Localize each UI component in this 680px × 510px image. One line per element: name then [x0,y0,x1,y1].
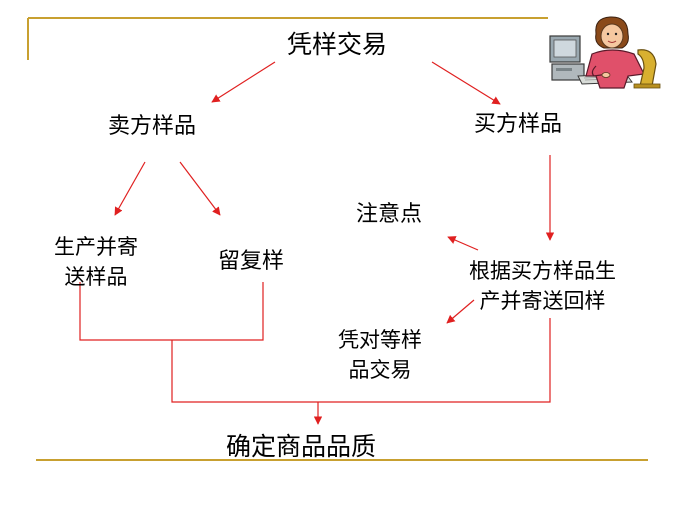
trade-by-counter-line-2: 品交易 [348,358,412,382]
arrow-counter-to-trade [446,299,475,324]
seller-sample-node: 卖方样品 [108,114,197,139]
person-at-computer-icon [549,16,661,89]
diagram-title: 凭样交易 [287,30,388,59]
result-node: 确定商品品质 [226,432,377,461]
arrow-title-to-seller [211,61,276,103]
buyer-sample-node: 买方样品 [474,112,563,137]
counter-sample-line-2: 产并寄送回样 [479,289,606,313]
arrow-counter-to-notice [447,236,479,251]
produce-send-line-1: 生产并寄 [54,235,138,259]
counter-sample-node: 根据买方样品生 产并寄送回样 [450,256,635,316]
counter-sample-line-1: 根据买方样品生 [469,259,616,283]
trade-by-counter-node: 凭对等样 品交易 [325,325,435,385]
produce-send-node: 生产并寄 送样品 [45,232,147,292]
trade-by-counter-line-1: 凭对等样 [338,328,422,352]
retain-sample-node: 留复样 [218,249,285,274]
notice-node: 注意点 [356,202,423,227]
arrow-title-to-buyer [431,61,501,105]
connector-bottom-merge [171,318,551,403]
arrow-seller-to-retain [179,161,221,216]
arrow-seller-to-produce [114,161,146,216]
produce-send-line-2: 送样品 [64,265,128,289]
